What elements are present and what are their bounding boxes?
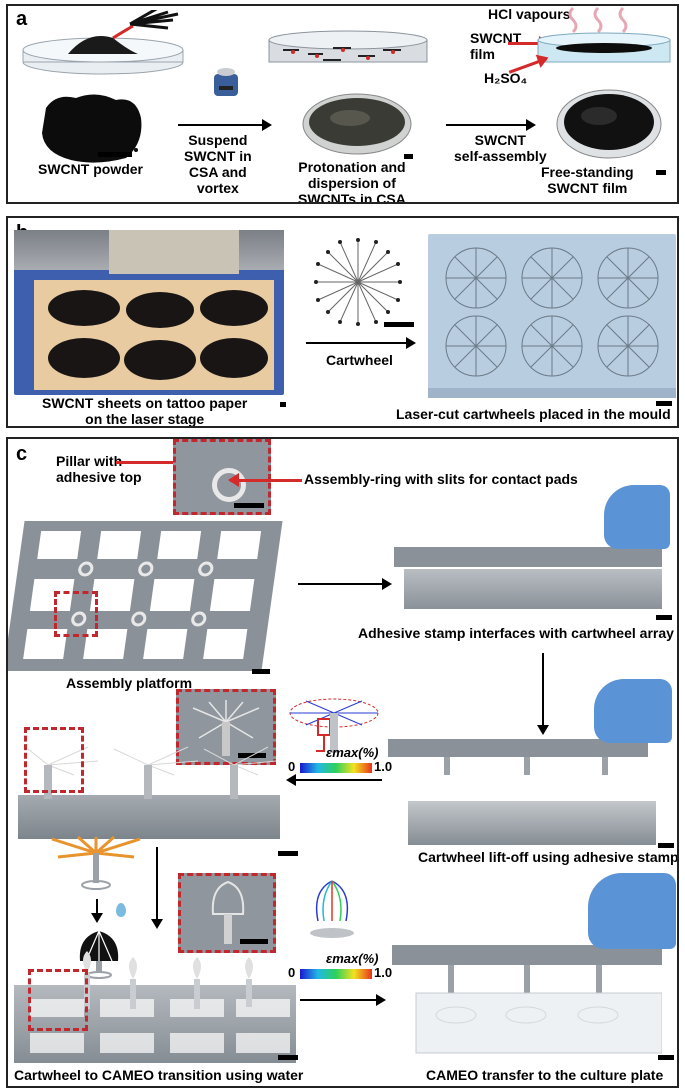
panel-label-a: a [16, 8, 28, 30]
cartwheel-inset-box [176, 689, 276, 765]
label-pillar: Pillar with adhesive top [56, 453, 142, 486]
label-self-assembly: SWCNT self-assembly [454, 132, 547, 165]
arrow-down-center [151, 847, 163, 929]
vapour-wisps-icon [568, 6, 628, 34]
scale-bar [252, 669, 270, 674]
film-dish-illustration [537, 32, 671, 63]
scale-bar [234, 503, 264, 508]
colorbar-max: 1.0 [374, 759, 393, 774]
powder-dish-illustration [22, 10, 184, 75]
panel-b: b SWCNT sheets on tattoo paper on the la… [6, 216, 679, 428]
colorbar-max: 1.0 [374, 965, 393, 980]
csa-dish-photo [302, 93, 412, 155]
strain-map-disk-icon [289, 698, 379, 753]
lifted-highlight-box [24, 727, 84, 793]
panel-a: a SWCNT powder Suspend SWCNT in CSA and … [6, 4, 679, 204]
label-transfer: CAMEO transfer to the culture plate [426, 1067, 664, 1083]
swcnt-powder-photo [42, 94, 142, 163]
ring-inset-box [173, 439, 271, 515]
label-cartwheel: Cartwheel [326, 352, 393, 368]
scale-bar [278, 851, 298, 856]
scale-bar [280, 402, 286, 407]
label-protonation: Protonation and dispersion of SWCNTs in … [298, 159, 406, 204]
scale-bar [658, 1055, 674, 1060]
strain-colorbar [300, 763, 372, 773]
colorbar-label: εmax(%) [326, 951, 379, 966]
liftoff-photo [388, 679, 676, 851]
panel-label-c: c [16, 443, 28, 465]
arrow-left [286, 774, 382, 786]
colorbar-min: 0 [288, 759, 296, 774]
red-arrow-ring [228, 473, 302, 487]
dispersion-dish-illustration [268, 30, 428, 63]
lifted-cartwheel-platform-photo [18, 735, 280, 845]
free-standing-film-photo [556, 89, 662, 159]
scale-bar [658, 843, 674, 848]
colorbar-min: 0 [288, 965, 296, 980]
arrow-suspend [178, 119, 272, 131]
scale-bar [98, 152, 132, 157]
scale-bar [240, 939, 268, 944]
label-suspend: Suspend SWCNT in CSA and vortex [184, 132, 252, 197]
platform-highlight-box [54, 591, 98, 637]
label-assembly-platform: Assembly platform [66, 675, 193, 691]
strain-map-cameo-icon [310, 880, 354, 938]
scale-bar [656, 170, 666, 175]
arrow-self-assembly [446, 119, 536, 131]
arrow-to-transfer [300, 994, 386, 1006]
orange-cartwheel-icon [51, 835, 141, 890]
label-free-standing: Free-standing SWCNT film [541, 164, 634, 197]
mould-photo [428, 234, 676, 398]
water-drop-icon [116, 903, 126, 917]
arrow-down-small [91, 899, 103, 923]
colorbar-label: εmax(%) [326, 745, 379, 760]
label-hcl-vapours: HCl vapours [488, 6, 571, 22]
label-stamp-interface: Adhesive stamp interfaces with cartwheel… [358, 625, 674, 641]
label-laser-stage: SWCNT sheets on tattoo paper on the lase… [42, 395, 248, 428]
cartwheel-icon [314, 238, 402, 326]
culture-plate-photo [392, 873, 676, 1059]
cameo-platform-photo [14, 939, 296, 1065]
label-swcnt-powder: SWCNT powder [38, 161, 143, 177]
scale-bar [656, 401, 672, 406]
scale-bar [404, 154, 413, 159]
arrow-cartwheel [306, 337, 416, 349]
cameo-black-icon [79, 930, 119, 979]
label-mould: Laser-cut cartwheels placed in the mould [396, 406, 671, 422]
arrow-to-stamp [298, 578, 392, 590]
scale-bar [278, 1055, 298, 1060]
assembly-platform-photo [8, 521, 283, 671]
label-liftoff: Cartwheel lift-off using adhesive stamp [418, 849, 679, 865]
label-swcnt-film: SWCNT film [470, 30, 522, 63]
label-transition: Cartwheel to CAMEO transition using wate… [14, 1067, 304, 1083]
scale-bar [384, 322, 414, 327]
arrow-down-right [537, 653, 549, 735]
panel-c: c Pillar with adhesive top Assembly-ring… [6, 437, 679, 1088]
label-h2so4: H₂SO₄ [484, 70, 528, 86]
scale-bar [656, 615, 672, 620]
strain-colorbar [300, 969, 372, 979]
label-ring: Assembly-ring with slits for contact pad… [304, 471, 578, 487]
stamp-interface-photo [394, 485, 674, 635]
cameo-highlight-box [28, 969, 88, 1031]
vortex-mixer-icon [214, 68, 238, 96]
laser-stage-photo [14, 230, 284, 395]
